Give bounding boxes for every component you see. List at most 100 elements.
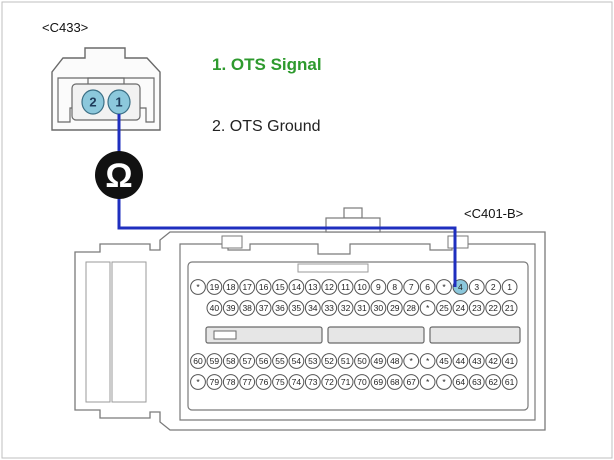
c401b-pin-label: 45	[439, 356, 449, 366]
c401b-pin-label: 11	[341, 282, 350, 292]
c401b-pin-52	[321, 353, 338, 369]
c401b-pin-blank	[419, 374, 436, 390]
c401b-pin-36	[272, 300, 288, 316]
c401b-pin-30	[370, 300, 387, 316]
c401b-pin-label: 4	[458, 282, 463, 292]
c401b-pin-label: 8	[392, 282, 397, 292]
c401b-pin-60	[190, 353, 206, 369]
c401b-pin-16	[255, 279, 272, 295]
c401b-pin-21	[501, 300, 518, 316]
c401b-pin-63	[468, 374, 485, 390]
c401b-pin-25	[436, 300, 452, 316]
c401b-pin-19	[206, 279, 223, 295]
ohm-meter-icon	[95, 151, 143, 199]
c401b-pin-74	[288, 374, 305, 390]
c401b-pin-label: 76	[259, 377, 269, 387]
c401b-pin-2	[485, 279, 502, 295]
c401b-label: <C401-B>	[464, 206, 523, 221]
c401b-pin-70	[354, 374, 370, 390]
c401b-pin-label: 42	[488, 356, 498, 366]
c401b-pin-label: 23	[472, 303, 482, 313]
c433-connector: 2 1	[51, 47, 161, 131]
c401b-pin-label: 50	[357, 356, 367, 366]
c401b-pin-57	[239, 353, 256, 369]
legend-item-1: 1. OTS Signal	[212, 55, 322, 74]
c433-pin-1-label: 1	[115, 95, 122, 110]
c401b-pin-label: 1	[507, 282, 512, 292]
c401b-pin-label: 72	[324, 377, 334, 387]
c401b-pin-32	[337, 300, 354, 316]
c401b-pin-48	[386, 353, 403, 369]
c401b-pin-label: 74	[292, 377, 302, 387]
c401b-pin-3	[468, 279, 485, 295]
c401b-pin-38	[239, 300, 256, 316]
c401b-pin-label: *	[410, 356, 414, 366]
c401b-pin-35	[288, 300, 305, 316]
c401b-pin-label: *	[426, 377, 430, 387]
legend-item-2: 2. OTS Ground	[212, 118, 321, 135]
c401b-pin-64	[452, 374, 469, 390]
c401b-pin-61	[501, 374, 518, 390]
c401b-pin-label: 39	[226, 303, 236, 313]
c401b-pin-label: *	[426, 303, 430, 313]
c401b-pin-label: 34	[308, 303, 318, 313]
c401b-pin-label: 40	[210, 303, 220, 313]
c401b-pin-37	[255, 300, 272, 316]
c401b-pin-label: 6	[425, 282, 430, 292]
c401b-pin-label: 22	[488, 303, 498, 313]
c401b-pin-29	[386, 300, 403, 316]
c401b-pin-label: 64	[456, 377, 466, 387]
c401b-pin-62	[485, 374, 502, 390]
c401b-pin-67	[403, 374, 420, 390]
c401b-pin-label: 35	[292, 303, 302, 313]
c401b-pin-12	[321, 279, 338, 295]
c401b-pin-8	[386, 279, 403, 295]
c401b-pin-label: 25	[439, 303, 449, 313]
c401b-pin-51	[337, 353, 354, 369]
c401b-pin-label: 78	[226, 377, 236, 387]
c401b-pin-22	[485, 300, 502, 316]
c401b-pin-78	[222, 374, 239, 390]
c401b-pin-label: 57	[242, 356, 252, 366]
c401b-pin-34	[304, 300, 321, 316]
c401b-pin-label: 60	[193, 356, 203, 366]
c401b-pin-blank	[436, 374, 452, 390]
c401b-pin-49	[370, 353, 387, 369]
c401b-pin-42	[485, 353, 502, 369]
c401b-pin-label: 54	[292, 356, 302, 366]
c401b-pin-label: 24	[456, 303, 466, 313]
c401b-pin-33	[321, 300, 338, 316]
c433-label: <C433>	[42, 20, 88, 35]
c401b-pin-43	[468, 353, 485, 369]
c401b-pin-label: *	[426, 356, 430, 366]
c401b-pin-label: 17	[242, 282, 252, 292]
c401b-pin-24	[452, 300, 469, 316]
c401b-pin-6	[419, 279, 436, 295]
c401b-pin-label: 59	[210, 356, 220, 366]
c401b-pin-23	[468, 300, 485, 316]
c401b-pin-label: 2	[491, 282, 496, 292]
c401b-pin-41	[501, 353, 518, 369]
c401b-pin-label: 33	[324, 303, 334, 313]
c401b-pin-label: 77	[242, 377, 252, 387]
c401b-pin-45	[436, 353, 452, 369]
c401b-pin-blank	[419, 300, 436, 316]
c401b-pin-label: 55	[275, 356, 285, 366]
c401b-pin-17	[239, 279, 256, 295]
c401b-pin-77	[239, 374, 256, 390]
c401b-pin-28	[403, 300, 420, 316]
c401b-pin-label: 69	[374, 377, 384, 387]
c401b-pin-59	[206, 353, 223, 369]
c401b-pin-55	[272, 353, 288, 369]
c401b-pin-label: 30	[374, 303, 384, 313]
c401b-pin-label: *	[442, 282, 446, 292]
c401b-pin-label: 16	[259, 282, 269, 292]
c401b-pin-label: 21	[505, 303, 515, 313]
c401b-pin-label: 75	[275, 377, 285, 387]
c401b-pin-label: 10	[357, 282, 367, 292]
c401b-pin-15	[272, 279, 288, 295]
c401b-pin-75	[272, 374, 288, 390]
c401b-pin-label: *	[442, 377, 446, 387]
c401b-pin-72	[321, 374, 338, 390]
